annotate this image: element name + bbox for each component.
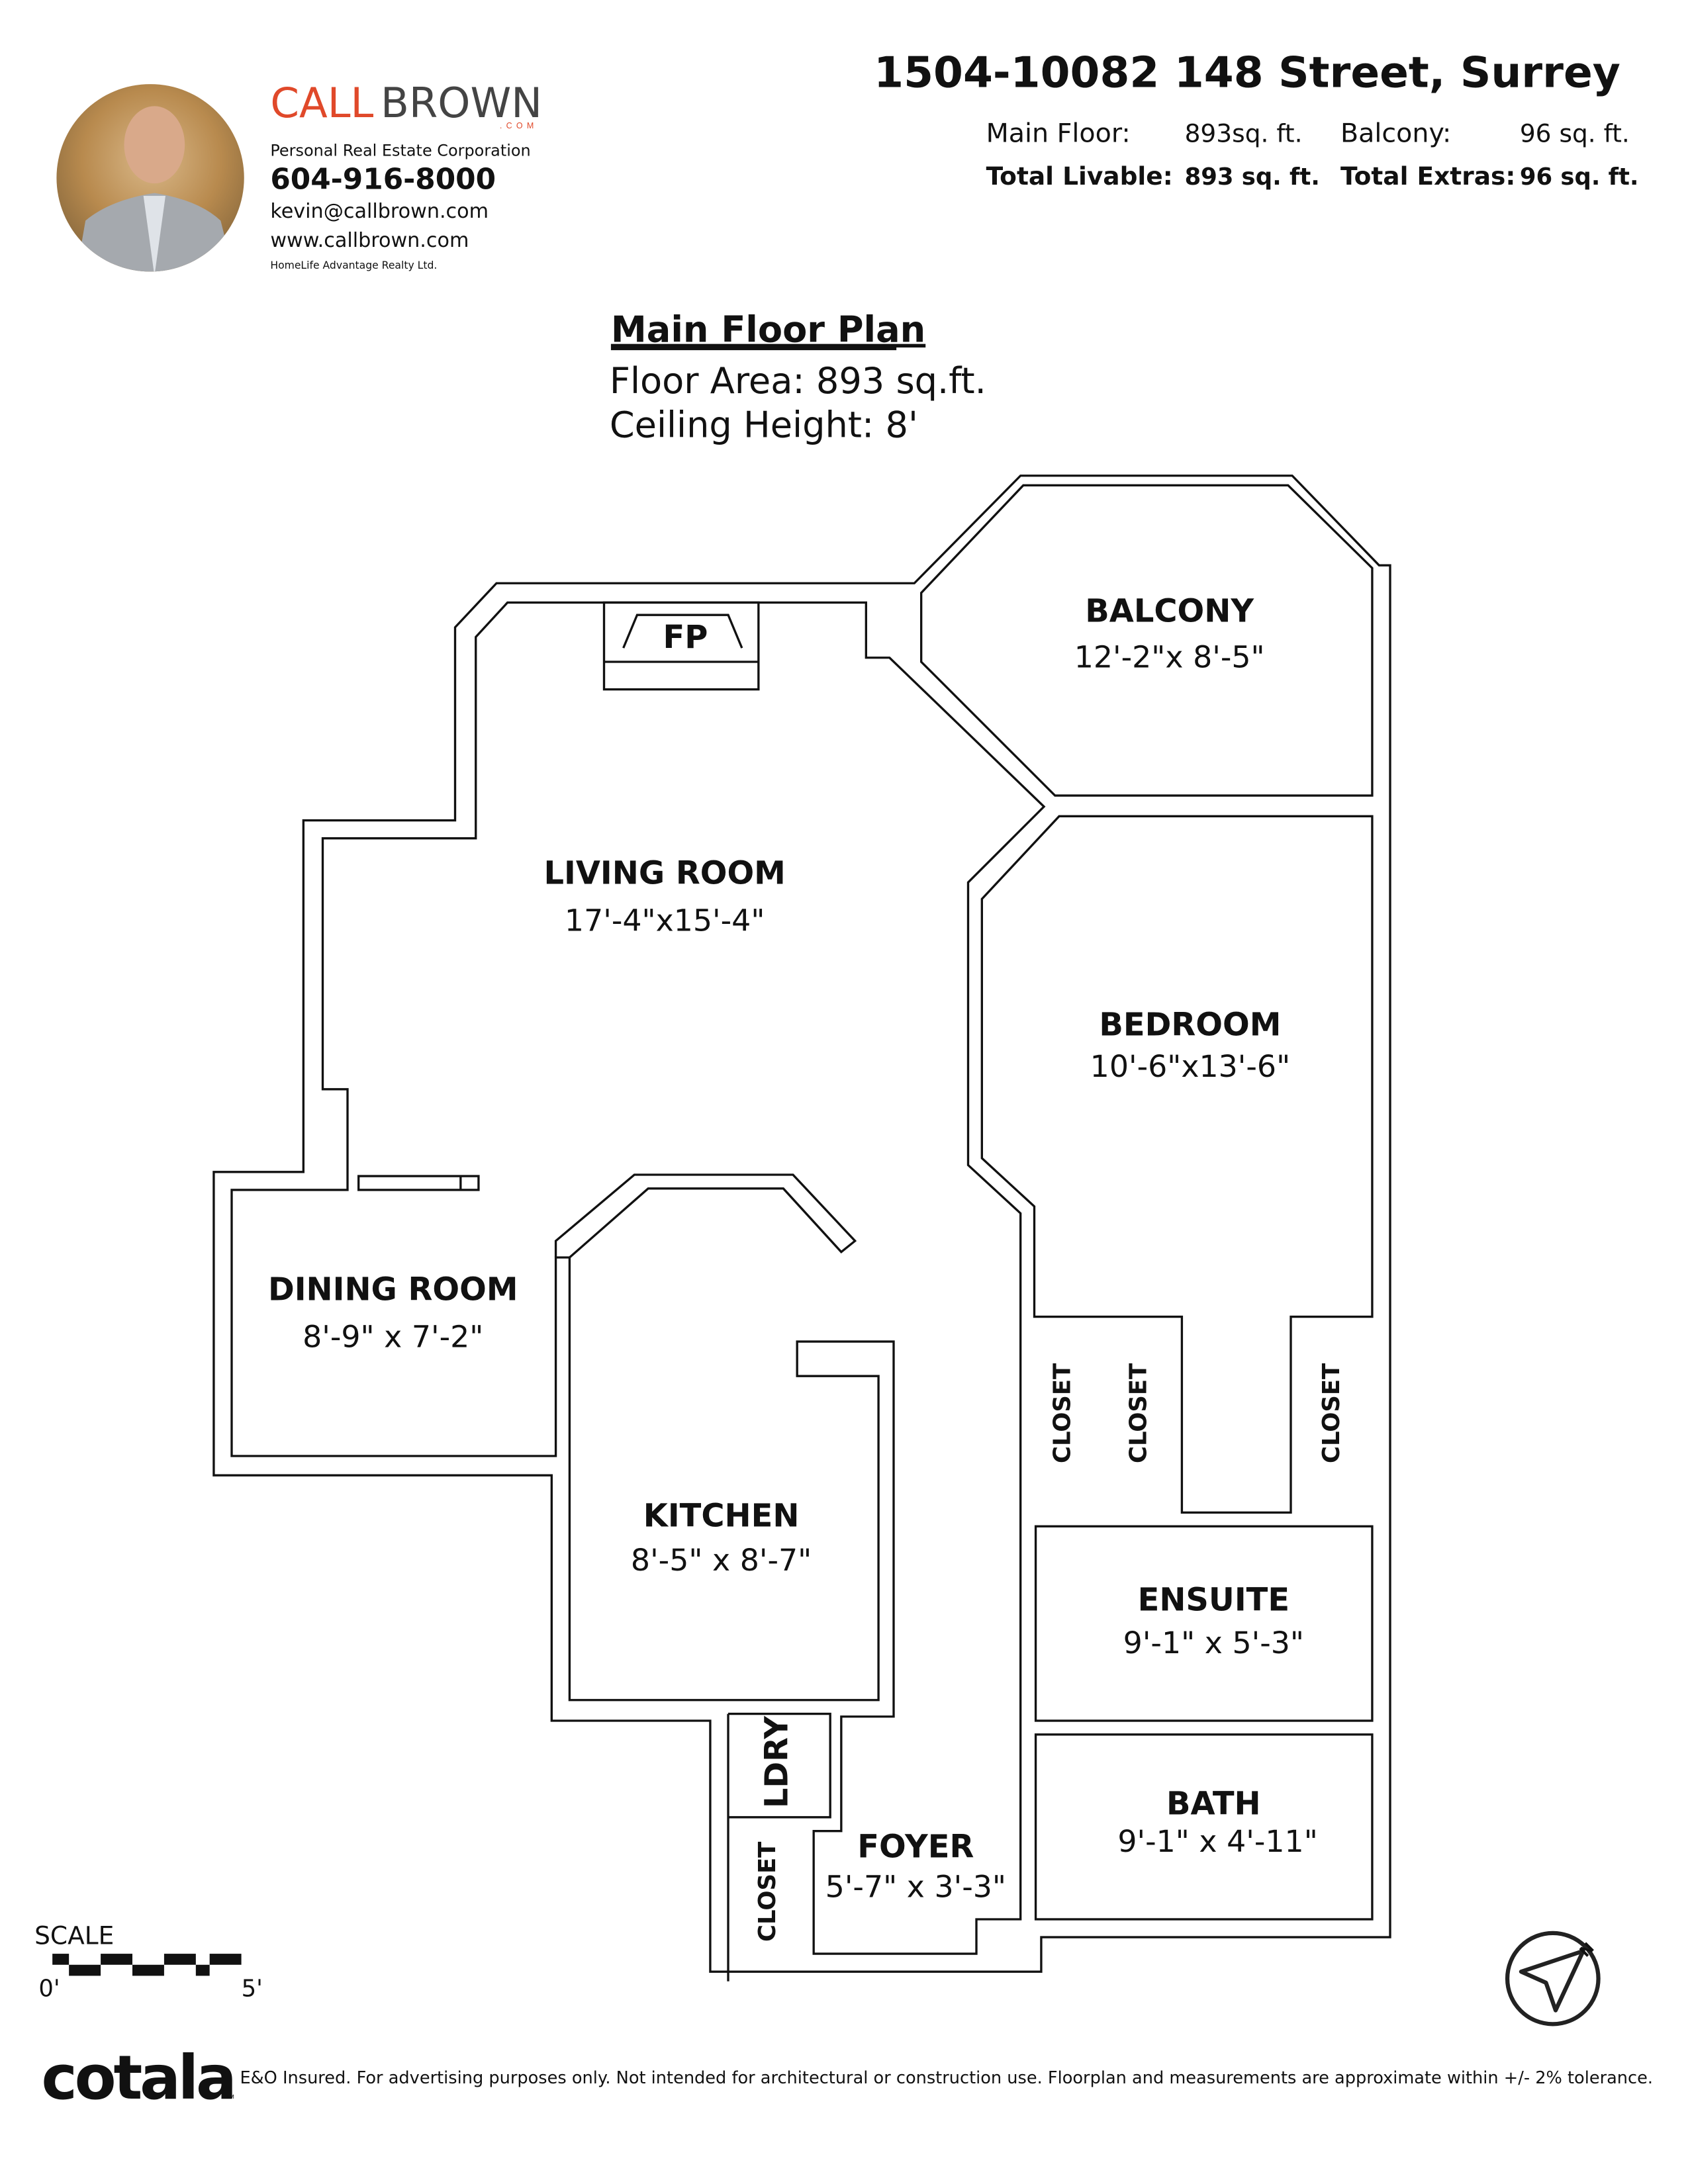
agent-brokerage: HomeLife Advantage Realty Ltd. (270, 259, 437, 271)
scale-bar: SCALE 0' 5' (34, 1921, 263, 2003)
balcony-value: 96 sq. ft. (1520, 119, 1630, 148)
fireplace: FP (602, 601, 760, 691)
kitchen-name: KITCHEN (643, 1498, 800, 1534)
cotala-trademark: TM (226, 2093, 234, 2100)
bath-name: BATH (1166, 1786, 1261, 1823)
scale-end: 5' (242, 1976, 263, 2003)
balcony-dims: 12'-2"x 8'-5" (1074, 639, 1265, 674)
plan-floor-area: Floor Area: 893 sq.ft. (610, 360, 986, 402)
total-extras-value: 96 sq. ft. (1520, 163, 1639, 191)
total-extras-label: Total Extras: (1340, 161, 1515, 191)
foyer-dims: 5'-7" x 3'-3" (825, 1869, 1006, 1905)
ensuite-dims: 9'-1" x 5'-3" (1123, 1625, 1304, 1661)
plan-ceiling-height: Ceiling Height: 8' (610, 404, 918, 445)
main-floor-label: Main Floor: (986, 118, 1131, 149)
walls (212, 475, 1391, 1981)
disclaimer: E&O Insured. For advertising purposes on… (240, 2068, 1654, 2088)
kitchen-dims: 8'-5" x 8'-7" (631, 1542, 812, 1578)
brand-logo-com: .COM (500, 121, 538, 130)
agent-phone[interactable]: 604-916-8000 (270, 162, 496, 196)
cotala-logo: cotala (42, 2042, 234, 2113)
foyer-name: FOYER (857, 1829, 974, 1865)
bath-dims: 9'-1" x 4'-11" (1117, 1823, 1317, 1859)
balcony-name: BALCONY (1085, 594, 1254, 630)
living-room-dims: 17'-4"x15'-4" (565, 902, 765, 938)
dining-room-name: DINING ROOM (268, 1272, 518, 1308)
brand-logo-brown: BROWN (381, 79, 542, 127)
scale-label: SCALE (34, 1921, 114, 1950)
bedroom-name: BEDROOM (1099, 1007, 1281, 1044)
laundry-label: LDRY (759, 1715, 796, 1809)
north-arrow-icon: N (1505, 1931, 1601, 2026)
brand-logo-call: CALL (270, 79, 373, 127)
closet-label-2: CLOSET (1125, 1363, 1152, 1463)
agent-avatar (56, 84, 244, 272)
total-livable-value: 893 sq. ft. (1185, 163, 1320, 191)
scale-start: 0' (38, 1976, 60, 2003)
agent-website[interactable]: www.callbrown.com (270, 229, 469, 252)
main-floor-value: 893sq. ft. (1185, 119, 1303, 148)
agent-email[interactable]: kevin@callbrown.com (270, 200, 489, 223)
closet-label-3: CLOSET (1318, 1363, 1345, 1463)
ensuite-name: ENSUITE (1138, 1582, 1289, 1618)
fireplace-label: FP (663, 619, 708, 656)
living-room-name: LIVING ROOM (543, 855, 785, 891)
dining-room-dims: 8'-9" x 7'-2" (303, 1318, 483, 1354)
bedroom-dims: 10'-6"x13'-6" (1090, 1048, 1291, 1084)
total-livable-label: Total Livable: (986, 161, 1173, 191)
balcony-label: Balcony: (1340, 118, 1451, 149)
closet-label-4: CLOSET (754, 1842, 781, 1942)
plan-title: Main Floor Plan (611, 309, 925, 351)
agent-corporation: Personal Real Estate Corporation (270, 141, 530, 159)
closet-label-1: CLOSET (1049, 1363, 1076, 1463)
property-address: 1504-10082 148 Street, Surrey (874, 48, 1620, 97)
